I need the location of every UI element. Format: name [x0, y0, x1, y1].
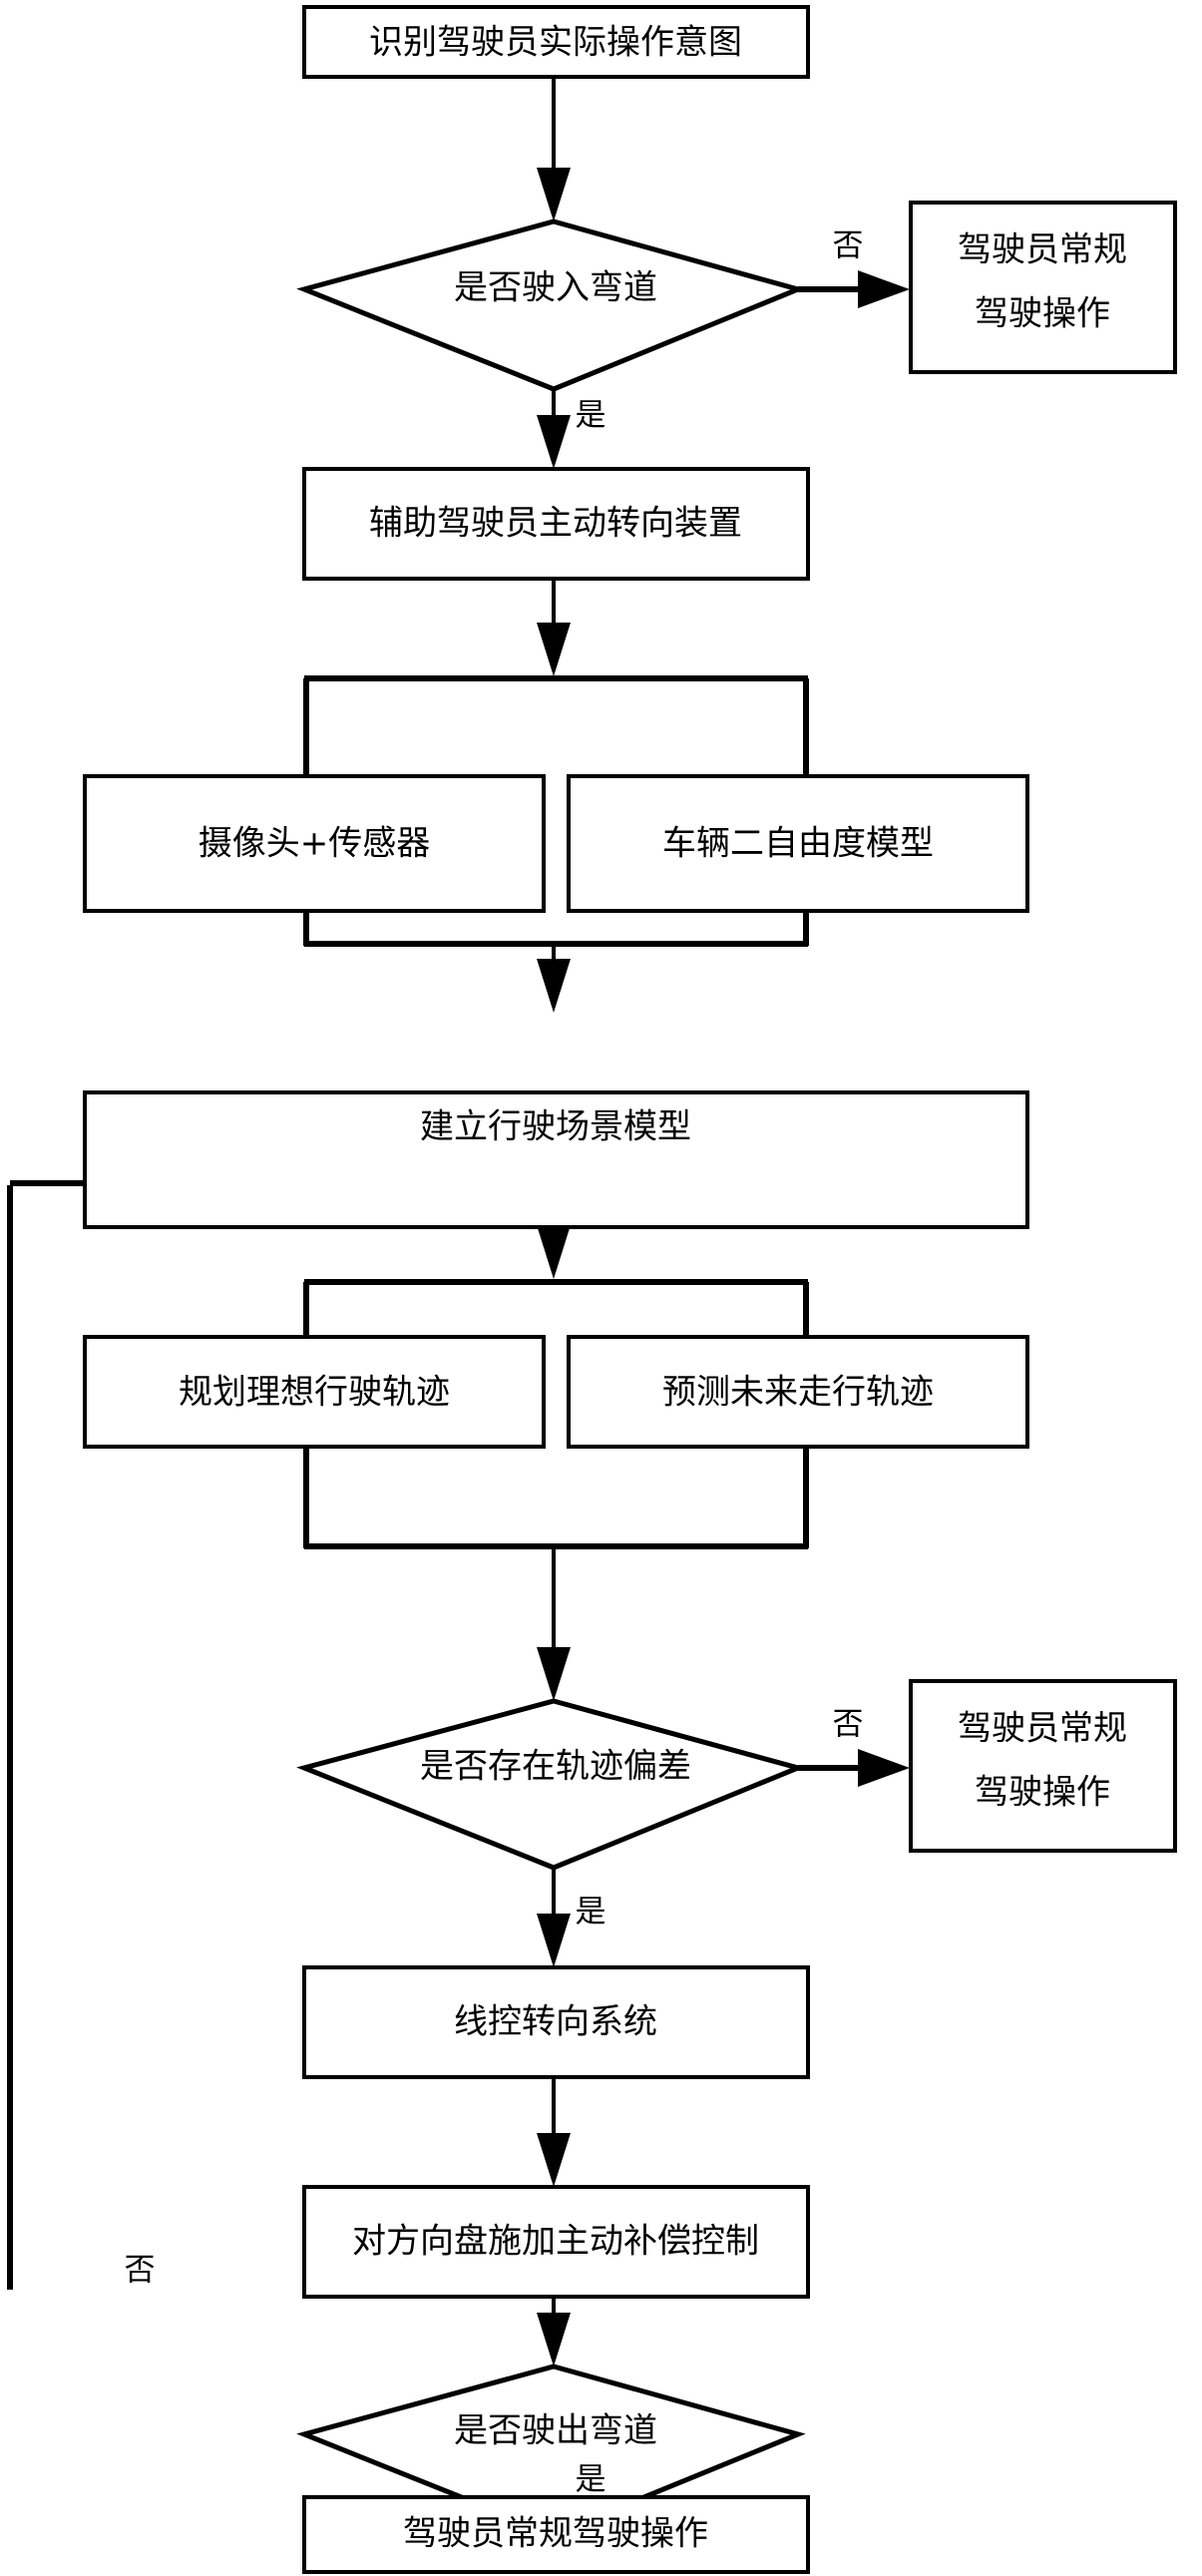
node-decision-trajectory-deviation[interactable]: 是否存在轨迹偏差: [296, 1698, 806, 1871]
node-decision-exit-curve[interactable]: 是否驶出弯道: [296, 2363, 806, 2537]
node-label: 辅助驾驶员主动转向装置: [369, 504, 742, 544]
node-label-line1: 驾驶员常规: [958, 230, 1127, 270]
svg-text:是: 是: [576, 398, 606, 434]
node-normal-driving-operation-2[interactable]: 驾驶员常规 驾驶操作: [909, 1679, 1177, 1853]
node-label: 识别驾驶员实际操作意图: [369, 23, 742, 63]
svg-text:否: 否: [833, 228, 864, 264]
edge-label-n10-yes: 是: [576, 1895, 606, 1931]
node-plan-ideal-trajectory[interactable]: 规划理想行驶轨迹: [83, 1335, 546, 1449]
edge-label-n10-no: 否: [833, 1707, 864, 1743]
node-label-line2: 驾驶操作: [975, 294, 1110, 334]
node-label: 对方向盘施加主动补偿控制: [352, 2222, 759, 2262]
node-label-line1: 驾驶员常规: [958, 1709, 1127, 1749]
node-normal-driving-operation-3[interactable]: 驾驶员常规驾驶操作: [302, 2495, 810, 2574]
edge-label-n2-yes: 是: [576, 398, 606, 434]
edge-split-to-n7: [537, 944, 571, 1013]
edge-n10-to-n12-yes: [537, 1868, 571, 1967]
node-camera-and-sensor[interactable]: 摄像头+传感器: [83, 774, 546, 913]
edge-n2-to-n3-no: [798, 270, 910, 308]
svg-text:是: 是: [576, 1895, 606, 1931]
svg-text:否: 否: [125, 2253, 156, 2289]
svg-text:否: 否: [833, 1707, 864, 1743]
node-steer-by-wire-system[interactable]: 线控转向系统: [302, 1965, 810, 2079]
node-apply-active-compensation[interactable]: 对方向盘施加主动补偿控制: [302, 2185, 810, 2299]
edge-n4-to-split-1: [537, 579, 571, 676]
node-identify-driver-intent[interactable]: 识别驾驶员实际操作意图: [302, 5, 810, 79]
node-label: 车辆二自由度模型: [662, 824, 934, 864]
edge-label-n14-no: 否: [125, 2253, 156, 2289]
edge-n10-to-n11-no: [798, 1749, 910, 1787]
node-assist-active-steering-device[interactable]: 辅助驾驶员主动转向装置: [302, 467, 810, 581]
split-bar-sensors-top: [303, 675, 809, 778]
edge-n1-to-n2: [537, 77, 571, 221]
edge-split2-to-n10: [537, 1546, 571, 1701]
node-label: 是否驶入弯道: [454, 268, 657, 308]
node-label: 是否存在轨迹偏差: [420, 1747, 691, 1787]
node-label: 摄像头+传感器: [199, 824, 431, 864]
node-label: 线控转向系统: [454, 2002, 657, 2042]
edge-label-n14-yes: 是: [576, 2462, 606, 2498]
node-decision-enter-curve[interactable]: 是否驶入弯道: [296, 218, 806, 392]
merge-bar-trajectory-bottom: [303, 1447, 809, 1549]
node-label: 驾驶员常规驾驶操作: [403, 2514, 708, 2554]
node-label: 预测未来走行轨迹: [662, 1373, 934, 1413]
node-label: 是否驶出弯道: [454, 2411, 657, 2451]
node-label-line2: 驾驶操作: [975, 1773, 1110, 1813]
edge-n2-to-n4-yes: [537, 389, 571, 469]
node-build-driving-scene-model[interactable]: 建立行驶场景模型: [83, 1090, 1029, 1229]
node-normal-driving-operation-1[interactable]: 驾驶员常规 驾驶操作: [909, 201, 1177, 374]
node-label: 建立行驶场景模型: [420, 1107, 691, 1147]
edge-label-n2-no: 否: [833, 228, 864, 264]
node-predict-future-trajectory[interactable]: 预测未来走行轨迹: [567, 1335, 1029, 1449]
node-vehicle-2dof-model[interactable]: 车辆二自由度模型: [567, 774, 1029, 913]
node-label: 规划理想行驶轨迹: [179, 1373, 450, 1413]
svg-text:是: 是: [576, 2462, 606, 2498]
